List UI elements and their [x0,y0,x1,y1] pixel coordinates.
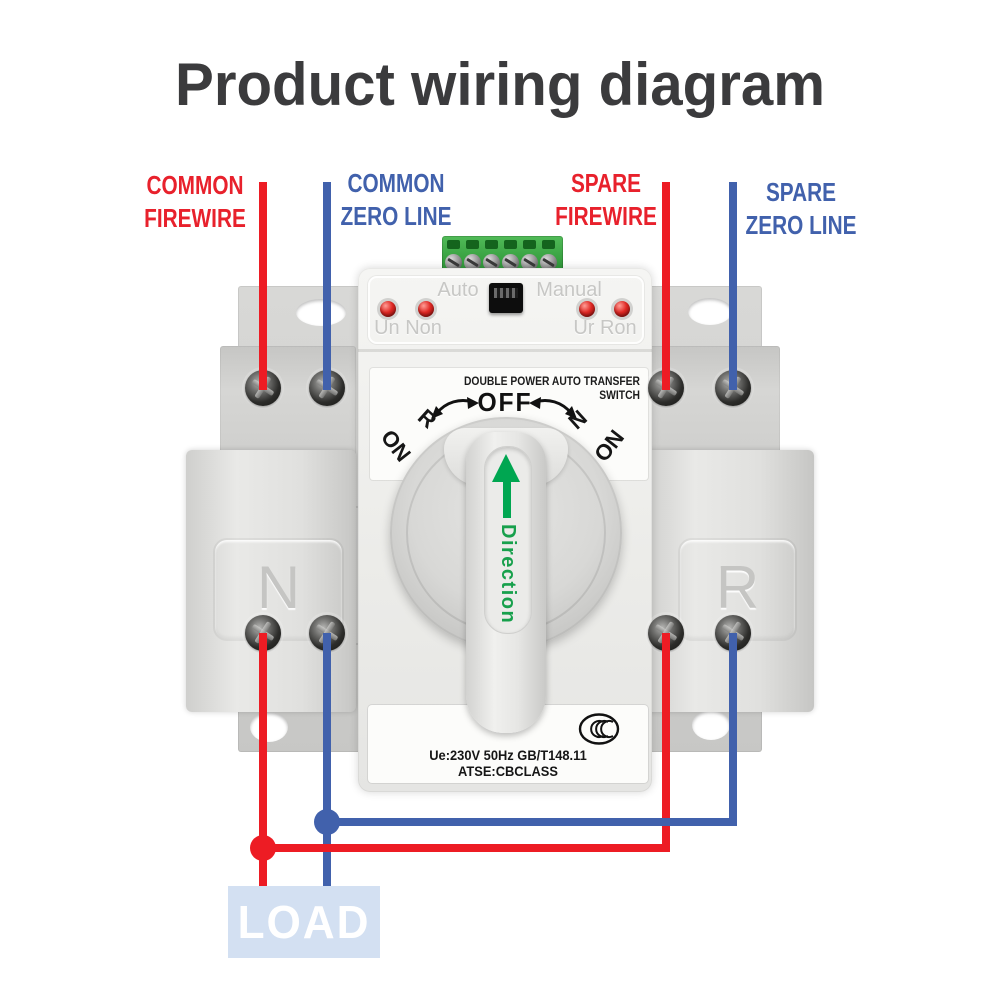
led-indicator [579,301,595,317]
wire-load-fire-right [662,633,670,852]
terminal-hole [466,240,479,249]
label-line: COMMON [146,170,244,200]
wire-spare-firewire [662,182,670,390]
label-common-zero-line: COMMON ZERO LINE [336,167,456,233]
terminal-hole [447,240,460,249]
terminal-block-screw [483,254,500,271]
manual-label: Manual [536,279,602,301]
wire-load-zero-left [323,633,331,886]
terminal-hole [504,240,517,249]
pole-left-label: N [256,554,301,621]
mounting-hole [688,298,732,325]
terminal-block-screw [464,254,481,271]
wire-common-firewire [259,182,267,390]
spec-text: Ue:230V 50Hz GB/T148.11 ATSE:CBCLASS [429,747,587,779]
label-spare-firewire: SPARE FIREWIRE [546,167,666,233]
auto-manual-toggle-switch [489,283,523,313]
mounting-hole [296,299,346,326]
terminal-block-screw [502,254,519,271]
ccc-mark-icon [578,713,620,745]
label-spare-zero-line: SPARE ZERO LINE [741,176,861,242]
led-indicator [614,301,630,317]
label-line: SPARE [765,177,837,207]
dial-arrow-left-icon [431,397,479,419]
control-panel [368,276,644,344]
led-indicator [418,301,434,317]
wire-load-fire-left [259,633,267,886]
label-line: FIREWIRE [144,203,246,233]
face-title: DOUBLE POWER AUTO TRANSFER SWITCH [463,374,640,402]
label-line: ZERO LINE [745,210,857,240]
page-title: Product wiring diagram [175,51,825,118]
wire-common-zero-line [323,182,331,390]
terminal-hole [542,240,555,249]
label-line: FIREWIRE [555,201,657,231]
junction-zero [314,809,340,835]
direction-arrow-shaft [503,480,511,518]
auto-label: Auto [437,279,479,301]
pole-right-label: R [715,554,760,621]
label-line: COMMON [347,168,445,198]
central-module-seam [358,349,652,352]
load-label: LOAD [237,896,371,948]
terminal-hole [485,240,498,249]
ur-ron-label: Ur Ron [573,317,637,339]
label-common-firewire: COMMON FIREWIRE [135,169,255,235]
wire-fire-bus [259,844,670,852]
terminal-hole [523,240,536,249]
junction-fire [250,835,276,861]
wire-load-zero-right [729,633,737,826]
mounting-hole [250,712,288,742]
load-box: LOAD [228,886,380,958]
direction-arrow-head [492,454,520,482]
led-indicator [380,301,396,317]
terminal-block-screw [540,254,557,271]
label-line: ZERO LINE [340,201,452,231]
mounting-hole [692,710,730,740]
wire-zero-bus [323,818,737,826]
direction-label: Direction [497,524,519,625]
wire-spare-zero-line [729,182,737,390]
un-non-label: Un Non [374,317,442,339]
pole-left-plate: N [213,538,344,641]
dial-off-label: OFF [477,387,533,417]
label-line: SPARE [570,168,642,198]
terminal-block-screw [445,254,462,271]
terminal-block-screw [521,254,538,271]
dial-arrow-right-icon [529,397,577,419]
